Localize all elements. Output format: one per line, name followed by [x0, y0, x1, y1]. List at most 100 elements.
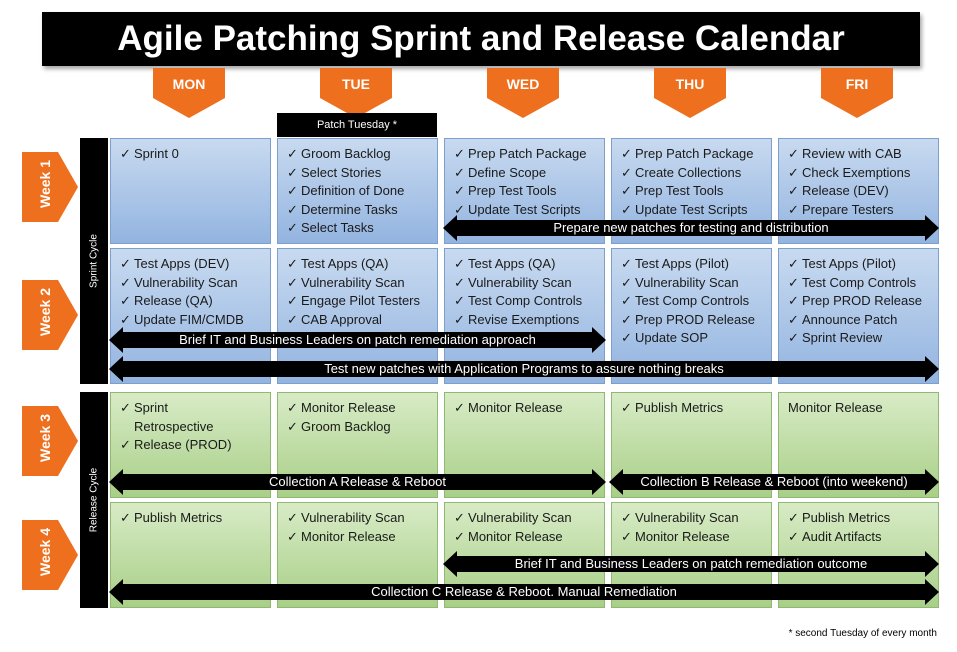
- day-header-wed: WED: [487, 68, 559, 120]
- task-item: ✓Monitor Release: [287, 528, 433, 547]
- task-text: Sprint 0: [134, 146, 179, 161]
- task-item: ✓Create Collections: [621, 164, 767, 183]
- task-list: ✓Prep Patch Package✓Define Scope✓Prep Te…: [445, 139, 604, 219]
- task-item: ✓Prepare Testers: [788, 201, 934, 220]
- task-list: ✓Monitor Release: [445, 393, 604, 418]
- task-text: Vulnerability Scan: [468, 510, 572, 525]
- task-text: Prep PROD Release: [635, 311, 755, 327]
- task-item: ✓Select Stories: [287, 164, 433, 183]
- checkmark-icon: ✓: [120, 437, 131, 452]
- task-text: Update Test Scripts: [468, 201, 581, 217]
- task-text: Groom Backlog: [301, 418, 391, 434]
- task-text: Vulnerability Scan: [301, 510, 405, 525]
- task-text: Sprint: [134, 400, 168, 415]
- task-item: ✓Prep PROD Release: [621, 311, 767, 330]
- arrow-label: Collection C Release & Reboot. Manual Re…: [371, 584, 677, 599]
- task-item: ✓Prep PROD Release: [788, 292, 934, 311]
- sprint-cycle-label: Sprint Cycle: [88, 234, 100, 288]
- week-label: Week 4: [37, 528, 53, 576]
- checkmark-icon: ✓: [788, 146, 799, 161]
- task-item: ✓Monitor Release: [287, 399, 433, 418]
- task-item: ✓Publish Metrics: [621, 399, 767, 418]
- checkmark-icon: ✓: [454, 183, 465, 198]
- checkmark-icon: ✓: [454, 293, 465, 308]
- cell-week1-mon: ✓Sprint 0: [110, 138, 271, 244]
- task-text: Vulnerability Scan: [134, 274, 238, 290]
- task-item: ✓Test Apps (QA): [287, 255, 433, 274]
- checkmark-icon: ✓: [788, 274, 799, 290]
- arrow-collection-c: Collection C Release & Reboot. Manual Re…: [109, 579, 939, 605]
- day-header-fri: FRI: [821, 68, 893, 120]
- release-cycle-bar: Release Cycle: [80, 392, 108, 608]
- task-text: Vulnerability Scan: [635, 510, 739, 525]
- arrow-label: Brief IT and Business Leaders on patch r…: [179, 332, 536, 347]
- arrow-collection-b: Collection B Release & Reboot (into week…: [609, 469, 939, 495]
- task-item: ✓Test Apps (Pilot): [788, 255, 934, 274]
- task-item: ✓Announce Patch: [788, 311, 934, 330]
- task-item: ✓Update Test Scripts: [621, 201, 767, 220]
- task-item: ✓Vulnerability Scan: [287, 274, 433, 293]
- task-text: Monitor Release: [468, 528, 563, 544]
- task-item: ✓Vulnerability Scan: [287, 509, 433, 528]
- task-list: ✓Test Apps (Pilot)✓Vulnerability Scan✓Te…: [612, 249, 771, 348]
- task-item: ✓CAB Approval: [287, 311, 433, 330]
- task-list: ✓Vulnerability Scan✓Monitor Release: [445, 503, 604, 546]
- task-item: ✓Test Apps (DEV): [120, 255, 266, 274]
- arrow-test-patches: Test new patches with Application Progra…: [109, 356, 939, 382]
- task-item: ✓Check Exemptions: [788, 164, 934, 183]
- task-item: ✓Vulnerability Scan: [120, 274, 266, 293]
- arrow-brief-outcome: Brief IT and Business Leaders on patch r…: [443, 551, 939, 577]
- task-item: Monitor Release: [788, 399, 934, 418]
- task-item: ✓Monitor Release: [454, 528, 600, 547]
- arrow-label: Prepare new patches for testing and dist…: [553, 220, 829, 235]
- task-item: ✓Vulnerability Scan: [454, 509, 600, 528]
- arrow-label: Collection A Release & Reboot: [268, 474, 447, 489]
- task-text: Select Stories: [301, 164, 382, 180]
- task-text: CAB Approval: [301, 311, 382, 327]
- task-text: Monitor Release: [301, 528, 396, 544]
- checkmark-icon: ✓: [788, 510, 799, 525]
- task-item: ✓Update Test Scripts: [454, 201, 600, 220]
- task-text: Prep Patch Package: [468, 146, 587, 161]
- arrow-label: Brief IT and Business Leaders on patch r…: [514, 556, 868, 571]
- week-label: Week 3: [37, 414, 53, 462]
- task-text: Publish Metrics: [635, 400, 724, 415]
- patch-tuesday-label: Patch Tuesday *: [277, 113, 437, 137]
- task-list: ✓Sprint 0: [111, 139, 270, 164]
- footnote: * second Tuesday of every month: [788, 628, 937, 639]
- week-label: Week 2: [37, 288, 53, 336]
- checkmark-icon: ✓: [454, 528, 465, 544]
- task-item: ✓Monitor Release: [454, 399, 600, 418]
- task-list: ✓Vulnerability Scan✓Monitor Release: [278, 503, 437, 546]
- task-text: Prep PROD Release: [802, 293, 922, 308]
- task-item: ✓Update SOP: [621, 329, 767, 348]
- checkmark-icon: ✓: [287, 146, 298, 161]
- week-label: Week 1: [37, 160, 53, 208]
- task-text: Test Comp Controls: [635, 293, 750, 308]
- checkmark-icon: ✓: [287, 183, 298, 198]
- checkmark-icon: ✓: [454, 400, 465, 415]
- checkmark-icon: ✓: [621, 146, 632, 161]
- task-item: ✓Definition of Done: [287, 182, 433, 201]
- task-text: Engage Pilot Testers: [301, 293, 420, 308]
- task-item: ✓Vulnerability Scan: [621, 274, 767, 293]
- task-item: ✓Test Apps (QA): [454, 255, 600, 274]
- task-item: ✓Test Comp Controls: [454, 292, 600, 311]
- task-list: ✓Vulnerability Scan✓Monitor Release: [612, 503, 771, 546]
- task-text: Update Test Scripts: [635, 201, 748, 217]
- checkmark-icon: ✓: [120, 311, 131, 327]
- task-item: ✓Publish Metrics: [120, 509, 266, 528]
- task-item: ✓Vulnerability Scan: [621, 509, 767, 528]
- task-list: Monitor Release: [779, 393, 938, 418]
- task-item: ✓Engage Pilot Testers: [287, 292, 433, 311]
- checkmark-icon: ✓: [621, 400, 632, 415]
- task-item: ✓Groom Backlog: [287, 418, 433, 437]
- task-list: ✓Test Apps (QA)✓Vulnerability Scan✓Test …: [445, 249, 604, 329]
- task-text: Test Apps (Pilot): [802, 256, 896, 271]
- checkmark-icon: ✓: [120, 400, 131, 415]
- checkmark-icon: ✓: [621, 183, 632, 198]
- checkmark-icon: ✓: [287, 201, 298, 217]
- task-text: Test Comp Controls: [802, 274, 917, 290]
- checkmark-icon: ✓: [120, 274, 131, 290]
- checkmark-icon: ✓: [454, 274, 465, 290]
